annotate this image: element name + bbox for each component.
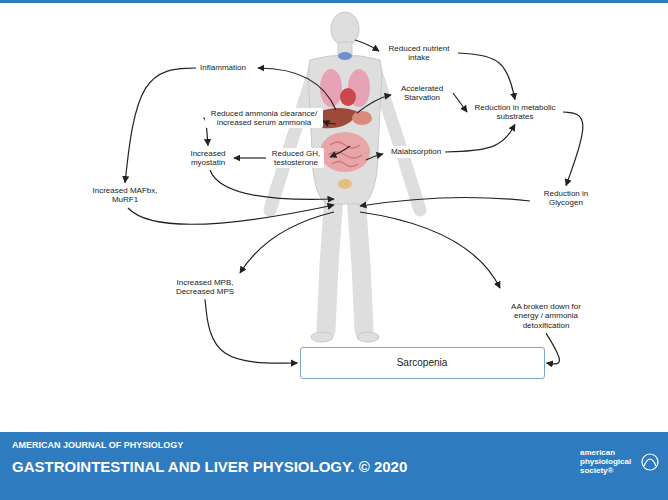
node-text: Reduced nutrient intake (384, 44, 454, 63)
node-text: Accelerated Starvation (395, 84, 449, 103)
process-label: AA broken down for energy / ammonia deto… (501, 301, 591, 331)
node-text: Increased MAFbx, MuRF1 (91, 186, 159, 205)
process-label: Reduction in metabolic substrates (469, 102, 561, 123)
process-label: Inflammation (198, 62, 248, 73)
process-label: Increased MAFbx, MuRF1 (89, 185, 161, 206)
flow-arrow (205, 299, 298, 363)
node-text: Reduced ammonia clearance/ increased ser… (207, 109, 321, 128)
node-text: Increased myostatin (186, 149, 230, 168)
node-text: Reduction in metabolic substrates (471, 103, 559, 122)
footer-bar (0, 432, 668, 500)
flow-arrow (563, 112, 583, 186)
process-label: Reduced GH, testosterone (268, 148, 324, 169)
figure-arrows (128, 40, 530, 288)
footer-label: american physiological society® (580, 448, 638, 476)
node-text: Reduced GH, testosterone (270, 149, 322, 168)
node-text: Sarcopenia (397, 357, 448, 369)
node-text: Malabsorption (391, 147, 441, 156)
organs (318, 52, 372, 189)
node-text: Inflammation (200, 63, 246, 72)
footer-label: GASTROINTESTINAL AND LIVER PHYSIOLOGY. ©… (12, 458, 407, 475)
flow-arrow (458, 53, 515, 100)
node-text: Increased MPB, Decreased MPS (171, 278, 239, 297)
footer-label: AMERICAN JOURNAL OF PHYSIOLOGY (12, 440, 183, 450)
flow-arrow (546, 333, 559, 364)
top-rule (0, 0, 668, 3)
process-label: Reduction in Glycogen (537, 188, 595, 209)
process-label: Reduced ammonia clearance/ increased ser… (205, 108, 323, 129)
flow-arrow (234, 157, 266, 158)
society-logo (642, 454, 658, 470)
process-label: Increased MPB, Decreased MPS (169, 277, 241, 298)
process-label: Increased myostatin (184, 148, 232, 169)
flow-arrow (453, 93, 467, 112)
outcome-box: Sarcopenia (300, 347, 545, 379)
node-text: AA broken down for energy / ammonia deto… (503, 302, 589, 330)
process-label: Accelerated Starvation (393, 83, 451, 104)
node-text: Reduction in Glycogen (539, 189, 593, 208)
process-label: Malabsorption (389, 146, 443, 157)
process-label: Reduced nutrient intake (382, 43, 456, 64)
flow-arrow (445, 124, 515, 152)
